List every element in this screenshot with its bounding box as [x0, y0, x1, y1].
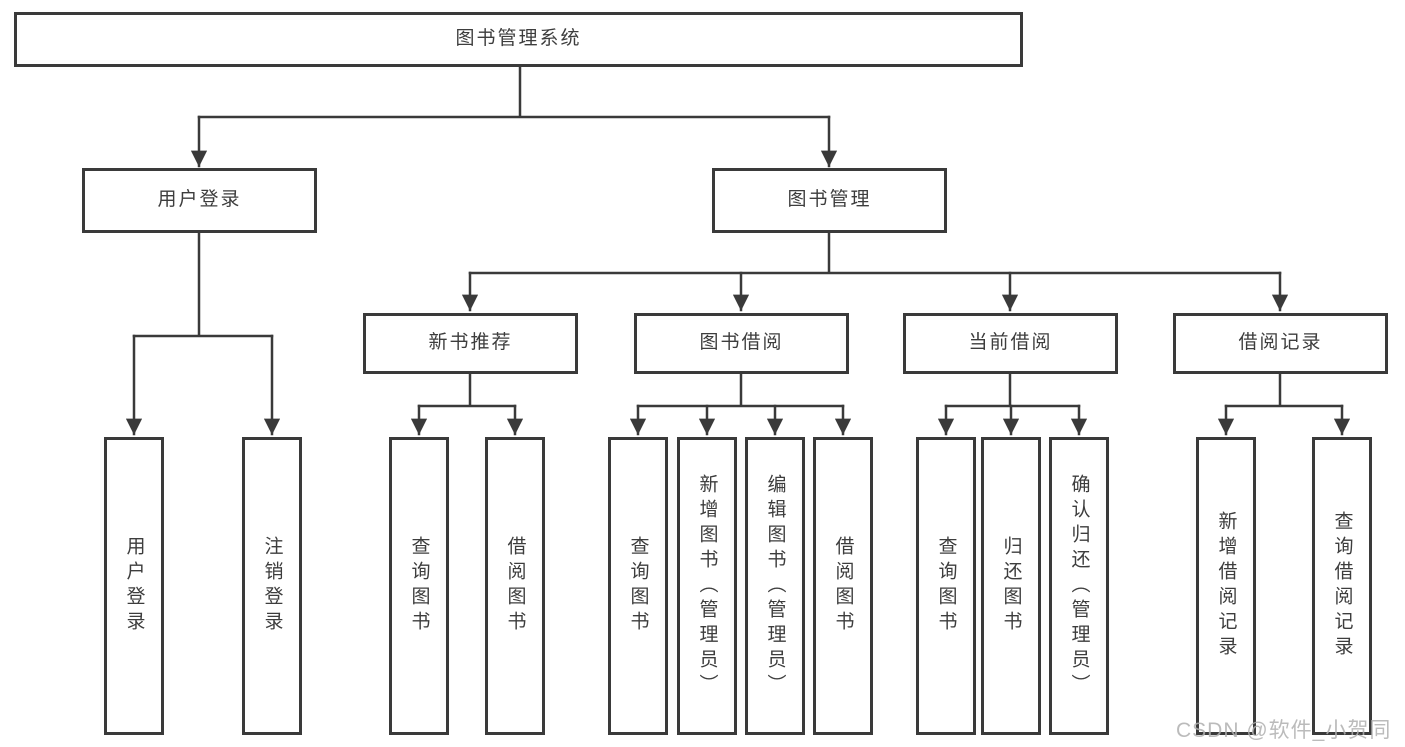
wire-root-split [197, 65, 831, 119]
leaf-new-books-query: 查询图书 [389, 437, 449, 735]
csdn-watermark: CSDN @软件_小贺同学 [1176, 719, 1392, 742]
leaf-user-login: 用户登录 [104, 437, 164, 735]
node-book-management: 图书管理 [712, 168, 947, 233]
wire-current-borrow-split [944, 372, 1081, 408]
leaf-logout: 注销登录 [242, 437, 302, 735]
node-book-borrowing: 图书借阅 [634, 313, 849, 374]
wire-book-borrow-split [636, 372, 845, 408]
leaf-borrow-borrow: 借阅图书 [813, 437, 873, 735]
leaf-current-query: 查询图书 [916, 437, 976, 735]
wire-book-mgmt-split [468, 231, 1282, 275]
node-new-book-recommend: 新书推荐 [363, 313, 578, 374]
node-root-system: 图书管理系统 [14, 12, 1023, 67]
wire-new-books-split [417, 372, 517, 408]
leaf-borrow-add-admin: 新增图书（管理员） [677, 437, 737, 735]
leaf-borrow-query: 查询图书 [608, 437, 668, 735]
leaf-current-return: 归还图书 [981, 437, 1041, 735]
leaf-records-query: 查询借阅记录 [1312, 437, 1372, 735]
leaf-current-confirm-admin: 确认归还（管理员） [1049, 437, 1109, 735]
node-user-login: 用户登录 [82, 168, 317, 233]
node-borrowing-records: 借阅记录 [1173, 313, 1388, 374]
node-current-borrowing: 当前借阅 [903, 313, 1118, 374]
wire-user-login-split [132, 231, 274, 338]
leaf-borrow-edit-admin: 编辑图书（管理员） [745, 437, 805, 735]
leaf-records-add: 新增借阅记录 [1196, 437, 1256, 735]
leaf-new-books-borrow: 借阅图书 [485, 437, 545, 735]
wire-borrow-records-split [1224, 372, 1344, 408]
